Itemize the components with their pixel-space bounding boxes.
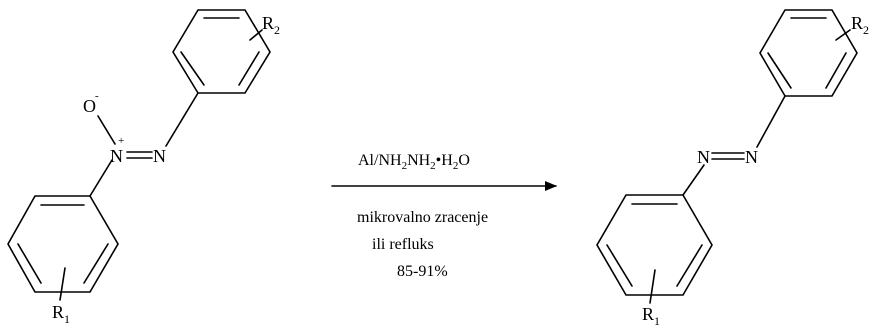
n-ring-bond-upper — [165, 92, 199, 147]
product-r1-label: R1 — [642, 304, 660, 328]
reactant-lower-benzene-ring — [7, 195, 119, 301]
reactant-r1-label: R1 — [52, 302, 70, 326]
reactant-nitrogen-right: N — [153, 146, 166, 166]
product-upper-benzene-ring — [759, 9, 858, 97]
product-nitrogen-right: N — [745, 147, 758, 167]
product-nitrogen-left: N — [697, 147, 710, 167]
reactant-upper-benzene-ring — [172, 9, 271, 94]
condition-microwave: mikrovalno zracenje — [357, 209, 488, 226]
reactant-r2-label: R2 — [262, 13, 280, 37]
product-n-ring-bond — [682, 164, 705, 196]
product-r2-label: R2 — [851, 13, 869, 37]
reaction-yield: 85-91% — [397, 263, 448, 280]
condition-reflux: ili refluks — [372, 236, 434, 253]
n-ring-bond — [89, 159, 113, 197]
oxygen-negative-charge: - — [95, 90, 99, 102]
product-lower-benzene-ring — [596, 194, 713, 304]
product-n-ring-bond-upper — [756, 95, 786, 148]
reactant-oxygen: O — [83, 96, 96, 116]
reagent-label: Al/NH2NH2•H2O — [358, 152, 470, 172]
reaction-arrow-group: Al/NH2NH2•H2O mikrovalno zracenje ili re… — [331, 152, 557, 280]
reactant-molecule: N + N O - R1 R2 — [7, 9, 280, 326]
n-oxygen-bond — [97, 115, 116, 145]
reactant-nitrogen-left: N — [110, 146, 123, 166]
product-molecule: N N R1 R2 — [596, 9, 869, 328]
nitrogen-positive-charge: + — [118, 135, 124, 147]
